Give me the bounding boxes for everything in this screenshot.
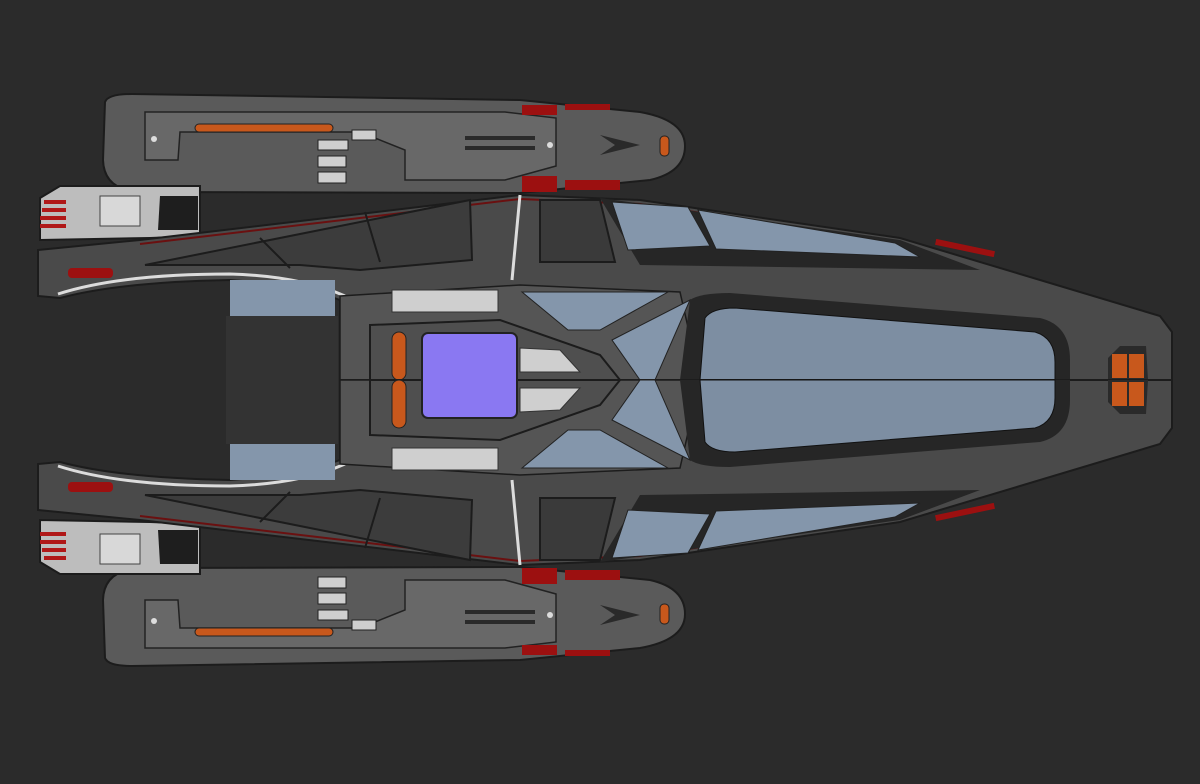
- aft-engine-panel: [99, 195, 141, 227]
- hull-center-spine: [510, 194, 522, 281]
- hull-red-light: [68, 268, 113, 278]
- hull-panel-lines: [144, 198, 474, 272]
- shuttle-bay: [226, 316, 338, 380]
- dorsal-panel: [539, 199, 617, 263]
- nacelle-chevron: [600, 135, 640, 155]
- orange-light: [391, 331, 407, 381]
- nose-sensor: [519, 347, 582, 373]
- hull-panel-lines: [259, 211, 381, 269]
- cargo-window: [520, 291, 670, 331]
- orange-vent: [1112, 354, 1127, 378]
- nacelle-vent: [317, 139, 349, 151]
- nacelle-vent: [317, 155, 347, 168]
- aft-window-blue: [230, 280, 335, 316]
- nacelle-vent: [317, 171, 347, 184]
- nacelle-orange-light: [659, 135, 670, 157]
- nacelle-marker: [151, 136, 157, 142]
- bridge-window: [421, 332, 518, 419]
- nacelle-red-light: [522, 105, 557, 115]
- main-window: [699, 307, 1056, 381]
- orange-vent: [1129, 354, 1144, 378]
- upper-window: [697, 209, 921, 258]
- nacelle-red-light: [522, 176, 557, 192]
- nacelle-vent: [351, 129, 377, 141]
- aft-red-stripes: [40, 200, 66, 228]
- nacelle-grille: [465, 146, 535, 150]
- hull-red-light: [935, 238, 995, 258]
- nacelle-orange-strip: [194, 123, 334, 133]
- upper-window: [611, 201, 711, 251]
- nacelle-red-light: [565, 104, 610, 110]
- nacelle-grille: [465, 136, 535, 140]
- aft-light-panel: [391, 289, 499, 313]
- nacelle-marker: [547, 142, 553, 148]
- aft-engine-intake: [158, 196, 198, 230]
- nacelle-red-light: [565, 180, 620, 190]
- ship-upper-half: [37, 92, 1173, 381]
